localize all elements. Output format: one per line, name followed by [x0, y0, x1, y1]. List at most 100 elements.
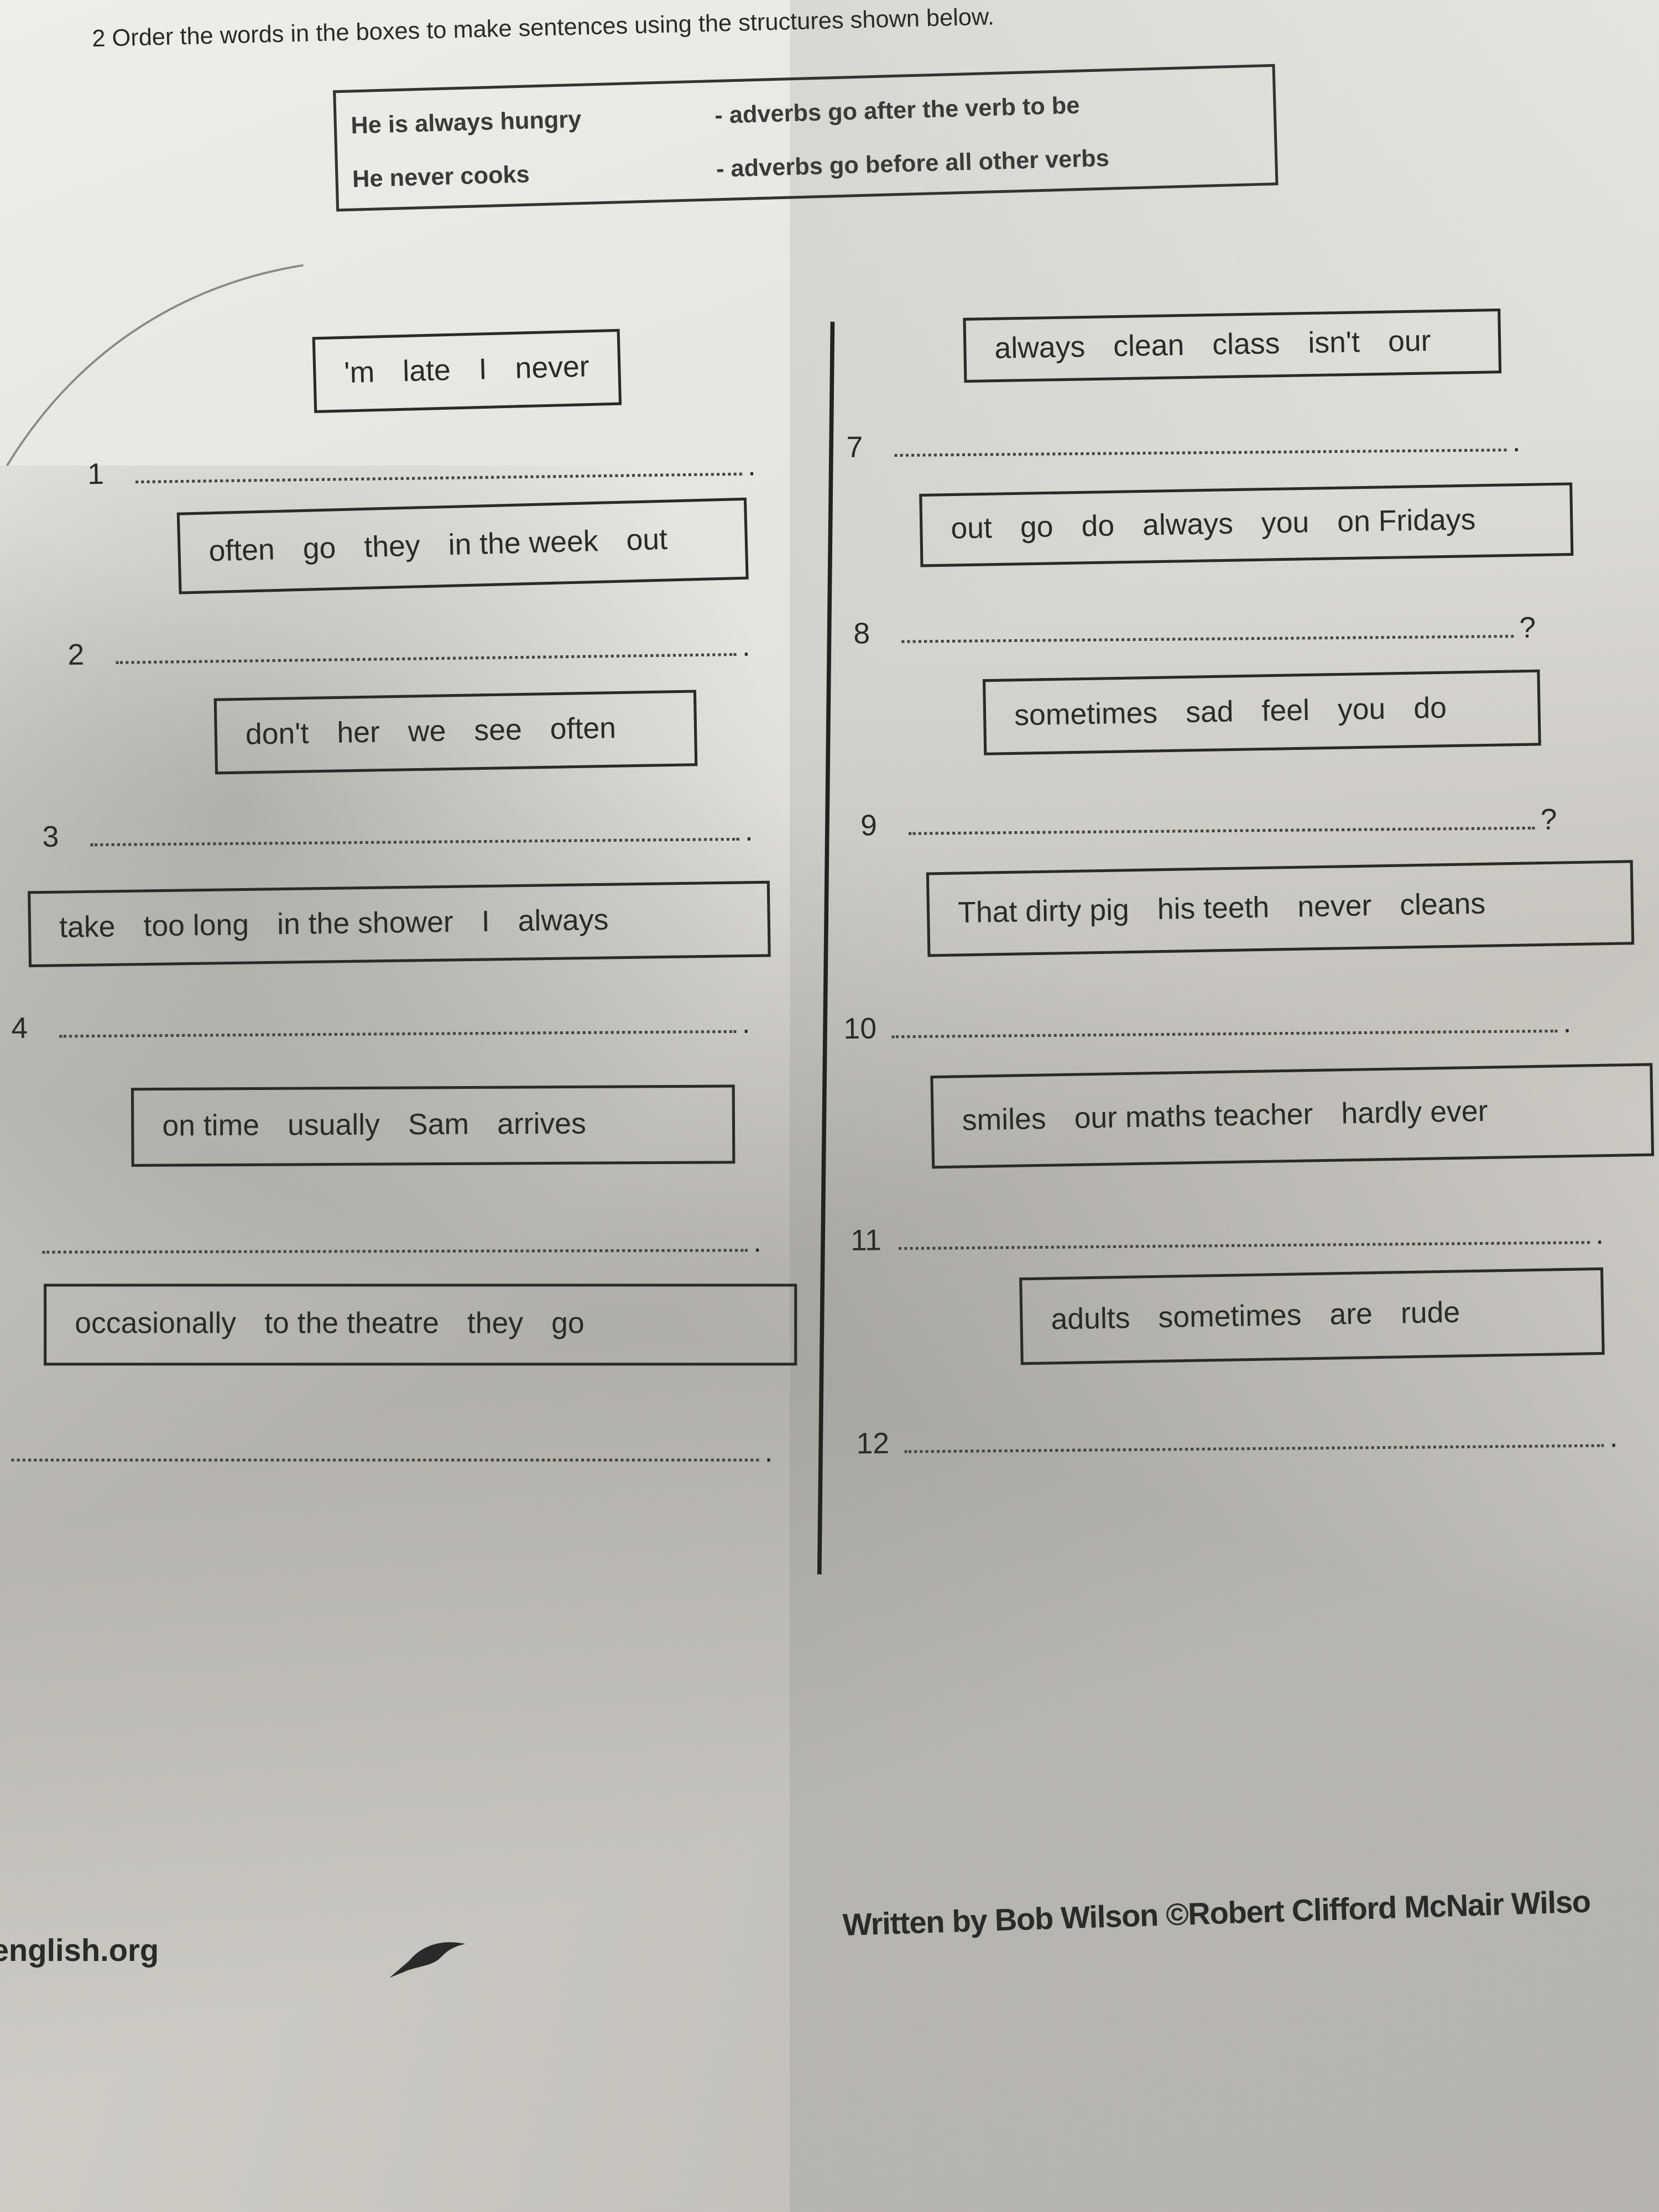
word-chip: go [551, 1307, 585, 1340]
answer-line[interactable]: 2. [67, 630, 750, 673]
word-chip: rude [1400, 1296, 1460, 1331]
answer-line[interactable]: . [0, 1436, 773, 1470]
exercise-number: 8 [853, 618, 870, 651]
exercise-number: 11 [851, 1224, 882, 1258]
exercise-number: 4 [11, 1012, 28, 1045]
word-chip: smiles [962, 1103, 1047, 1138]
end-punctuation: . [1512, 426, 1521, 458]
word-chip: we [408, 715, 446, 749]
end-punctuation: . [747, 450, 757, 483]
exercise-number: 9 [860, 810, 878, 843]
exercise-number: 10 [843, 1013, 877, 1046]
word-chip: never [514, 351, 590, 385]
answer-blank[interactable] [11, 1439, 759, 1462]
rule-text: - adverbs go before all other verbs [716, 144, 1110, 183]
answer-line[interactable]: 4. [11, 1008, 750, 1047]
structure-rules-box: He is always hungry - adverbs go after t… [333, 64, 1279, 212]
end-punctuation: . [742, 1007, 750, 1040]
word-chip: do [1413, 692, 1447, 726]
answer-blank[interactable] [901, 615, 1514, 643]
word-chip: adults [1051, 1302, 1131, 1337]
end-punctuation: . [1595, 1218, 1604, 1251]
word-chip: late [402, 354, 451, 389]
word-chip: sometimes [1014, 697, 1158, 733]
word-chip: in the shower [276, 906, 454, 942]
end-punctuation: ? [1540, 804, 1557, 837]
answer-blank[interactable] [42, 1229, 748, 1254]
end-punctuation: ? [1519, 612, 1536, 645]
rule-example: He is always hungry [350, 106, 582, 139]
answer-blank[interactable] [898, 1221, 1590, 1250]
exercise-number: 1 [87, 458, 105, 492]
word-chip: arrives [497, 1108, 586, 1141]
end-punctuation: . [744, 815, 754, 848]
answer-blank[interactable] [59, 1010, 737, 1038]
word-chip: our maths teacher [1074, 1098, 1313, 1135]
word-chip: feel [1261, 695, 1310, 728]
word-chip: you [1261, 507, 1310, 540]
answer-blank[interactable] [904, 1424, 1604, 1453]
answer-blank[interactable] [908, 807, 1535, 835]
word-chip: always [1142, 508, 1234, 542]
word-chip: always [994, 331, 1086, 366]
answer-line[interactable]: 12. [856, 1422, 1618, 1462]
word-chip: see [473, 714, 523, 748]
word-chip: sad [1185, 696, 1234, 729]
word-chip: often [550, 712, 617, 747]
exercise-instruction: 2 Order the words in the boxes to make s… [91, 3, 995, 53]
answer-line[interactable]: 8? [853, 612, 1536, 652]
word-chip: are [1329, 1298, 1373, 1332]
word-chip: class [1212, 327, 1280, 362]
word-chip: take [59, 911, 116, 945]
exercise-number: 2 [67, 639, 85, 672]
word-chip: always [518, 904, 609, 938]
word-chip: I [478, 353, 488, 387]
word-chip: clean [1113, 329, 1185, 363]
answer-line[interactable]: 3. [42, 815, 753, 855]
answer-line[interactable]: 11. [851, 1218, 1604, 1259]
footer-site: english.org [0, 1932, 159, 1968]
word-chip: out [625, 523, 668, 557]
answer-blank[interactable] [115, 633, 737, 664]
word-chip: occasionally [75, 1307, 237, 1340]
word-chip: her [336, 716, 380, 750]
word-chip: Sam [408, 1108, 469, 1141]
answer-blank[interactable] [894, 429, 1507, 457]
word-chip: too long [143, 909, 249, 943]
answer-line[interactable]: 7. [846, 426, 1520, 466]
answer-blank[interactable] [135, 452, 742, 484]
answer-line[interactable]: 10. [843, 1007, 1571, 1047]
exercise-number: 3 [42, 821, 59, 854]
word-chip: on time [162, 1109, 260, 1143]
word-chip: out [950, 512, 993, 546]
answer-blank[interactable] [891, 1010, 1558, 1039]
end-punctuation: . [1563, 1006, 1572, 1040]
pencil-curve [6, 264, 304, 466]
answer-blank[interactable] [90, 818, 739, 847]
end-punctuation: . [742, 630, 751, 663]
word-chip: usually [287, 1109, 380, 1142]
exercise-number: 12 [856, 1428, 890, 1461]
dolphin-logo-icon [389, 1942, 466, 1978]
word-chip: they [467, 1307, 524, 1340]
word-chip: 'm [343, 356, 375, 390]
answer-line[interactable]: 9? [860, 804, 1557, 844]
word-chip: go [1020, 511, 1054, 545]
word-box: on time usually Sam arrives [131, 1084, 735, 1167]
word-chip: to the theatre [264, 1307, 439, 1340]
end-punctuation: . [753, 1226, 762, 1259]
answer-line[interactable]: . [0, 1227, 761, 1262]
word-chip: his teeth [1157, 891, 1270, 926]
end-punctuation: . [764, 1436, 773, 1469]
exercise-number: 7 [846, 431, 863, 465]
